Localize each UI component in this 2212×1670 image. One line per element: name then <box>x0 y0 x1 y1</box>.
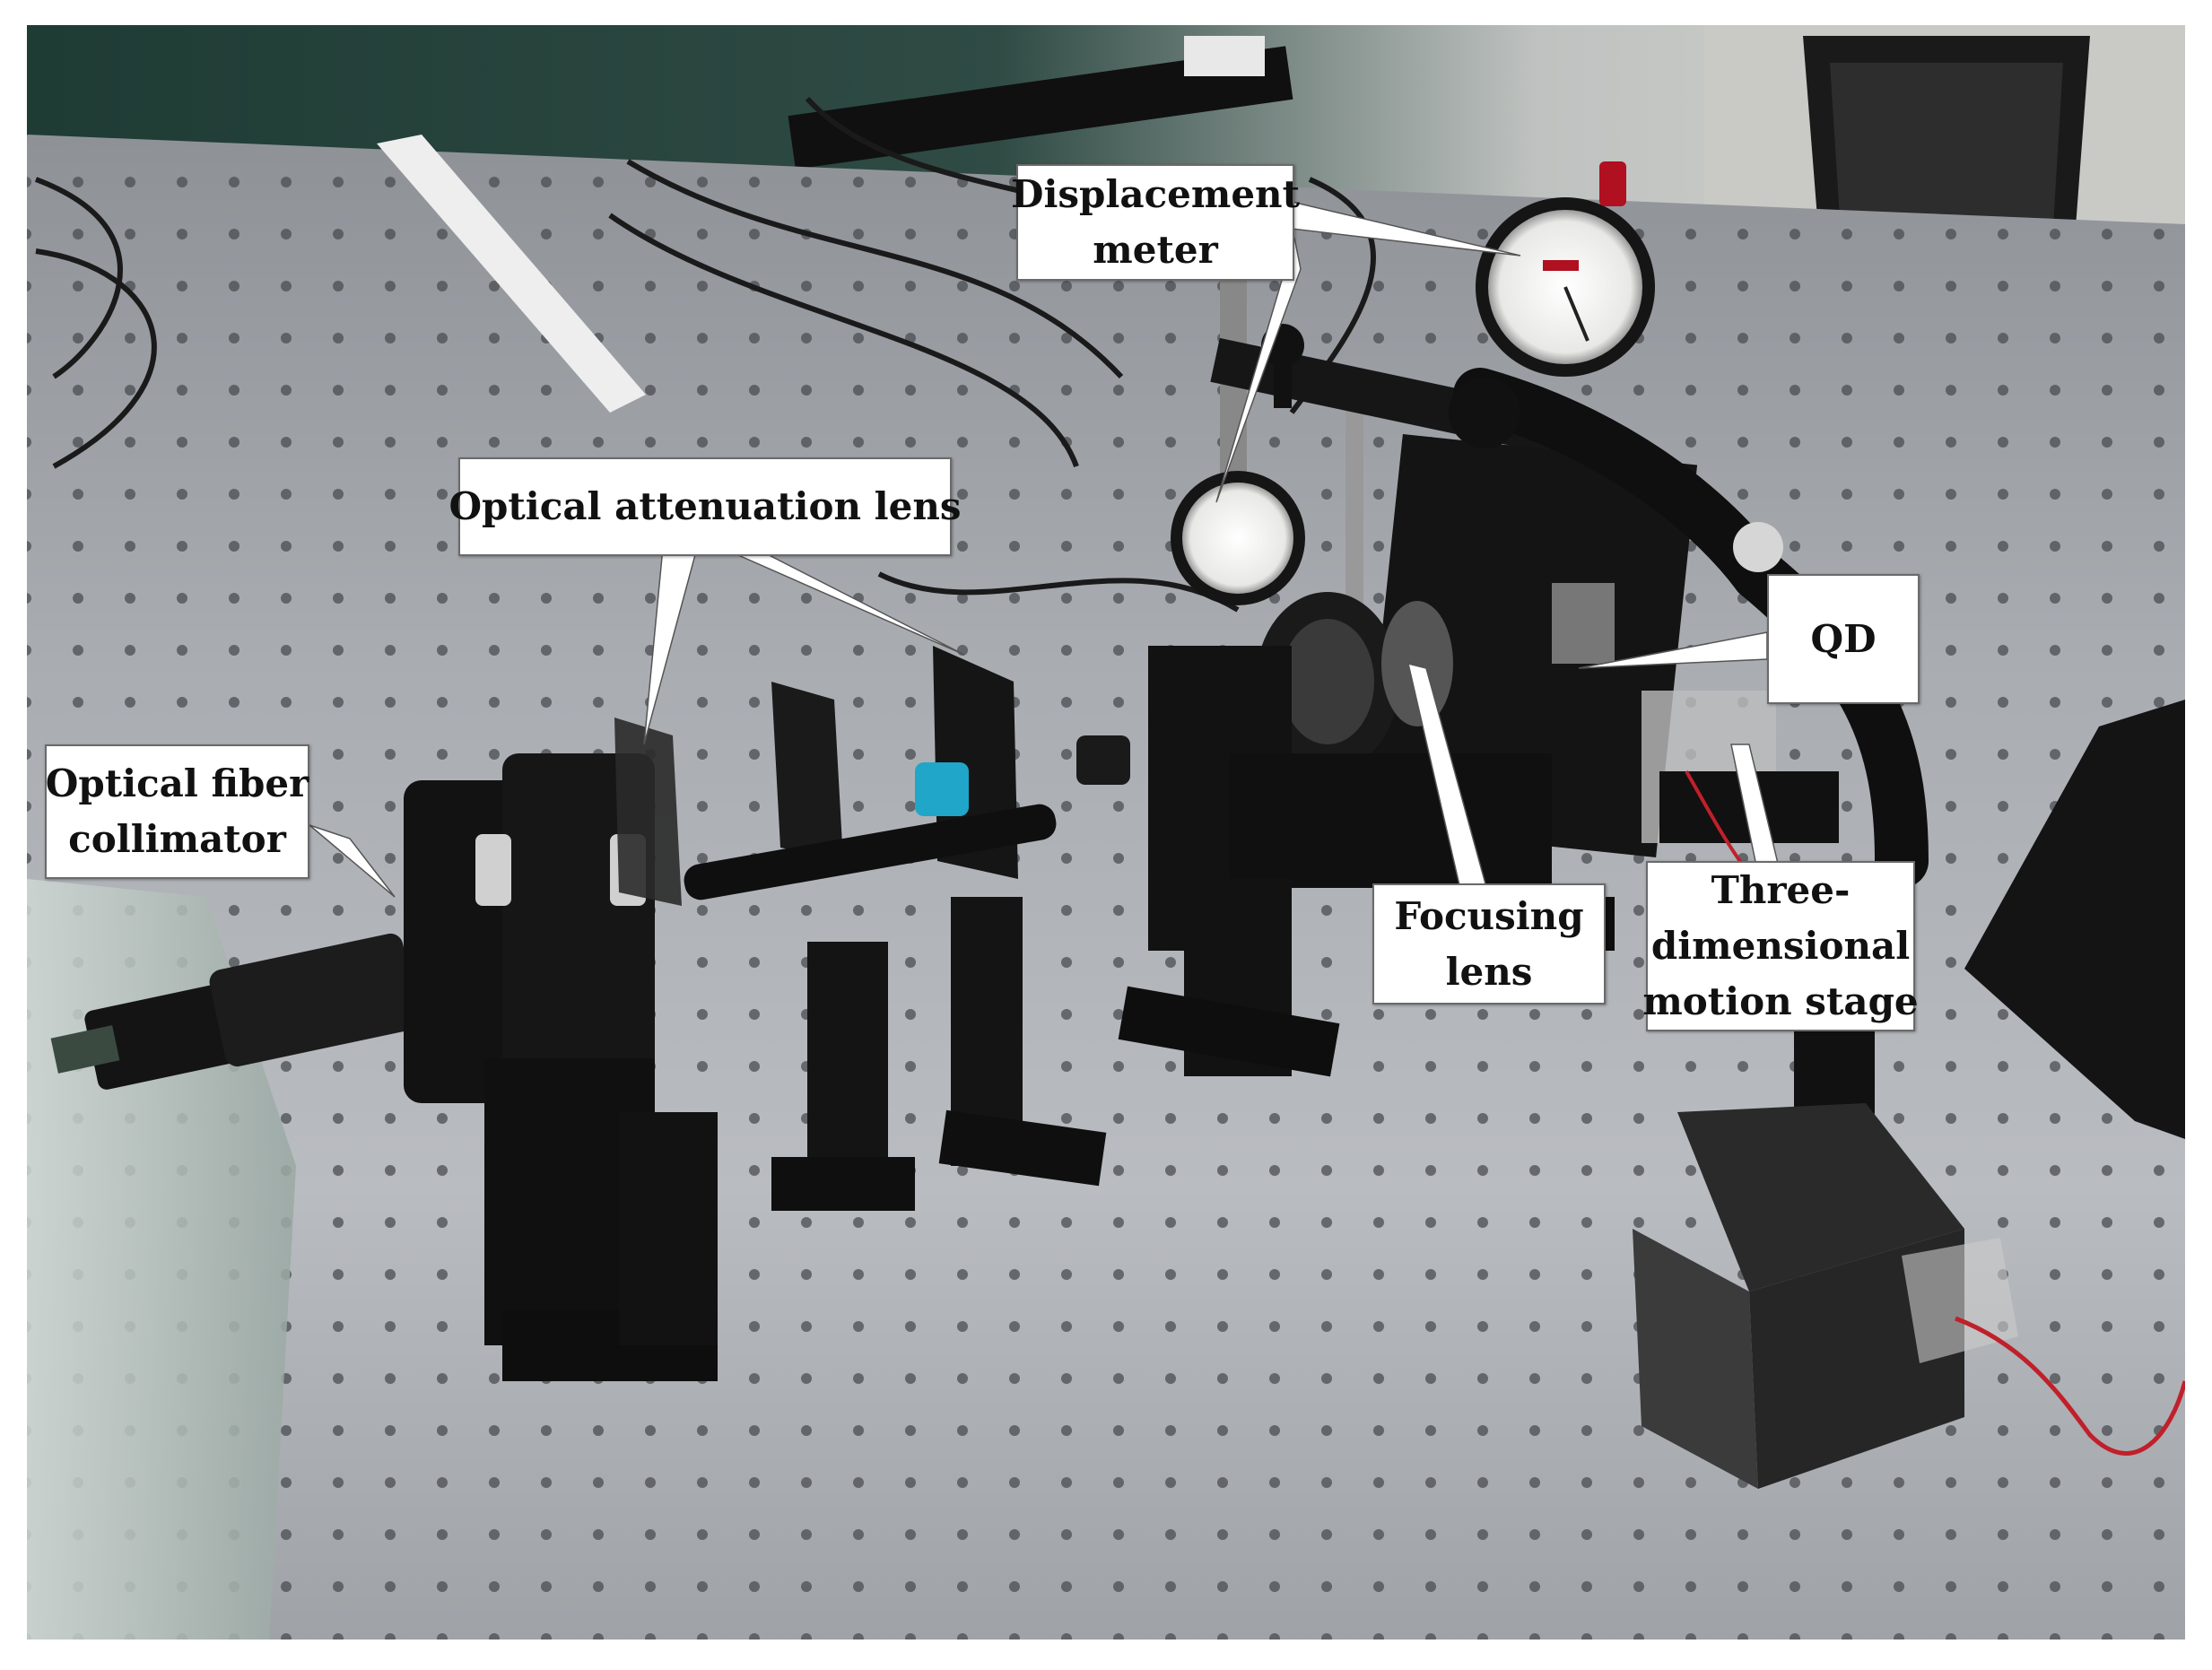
attenuation-lens-holders <box>614 646 1130 1211</box>
label-line: collimator <box>68 817 286 861</box>
cables <box>34 96 1376 613</box>
label-line: Three- <box>1711 868 1851 912</box>
label-line: motion stage <box>1642 979 1919 1023</box>
bubble-wrap <box>27 879 296 1640</box>
right-equipment-box <box>1964 700 2185 1139</box>
label-focusing-lens: Focusing lens <box>1372 883 1606 1005</box>
fiber-collimator-assembly <box>50 753 718 1381</box>
magnetic-base <box>1633 996 2188 1489</box>
label-line: Focusing <box>1394 893 1584 938</box>
label-line: Optical fiber <box>45 761 309 805</box>
label-line: QD <box>1810 616 1877 661</box>
label-line: lens <box>1445 949 1533 994</box>
label-optical-attenuation-lens: Optical attenuation lens <box>448 457 962 556</box>
label-three-dimensional-motion-stage: Three- dimensional motion stage <box>1642 861 1919 1031</box>
label-qd: QD <box>1767 574 1920 704</box>
label-line: dimensional <box>1650 924 1911 968</box>
label-line: meter <box>1093 228 1218 272</box>
label-line: Displacement <box>1011 172 1300 216</box>
label-displacement-meter: Displacement meter <box>1011 164 1300 281</box>
label-line: Optical attenuation lens <box>448 484 962 528</box>
label-optical-fiber-collimator: Optical fiber collimator <box>45 744 309 879</box>
